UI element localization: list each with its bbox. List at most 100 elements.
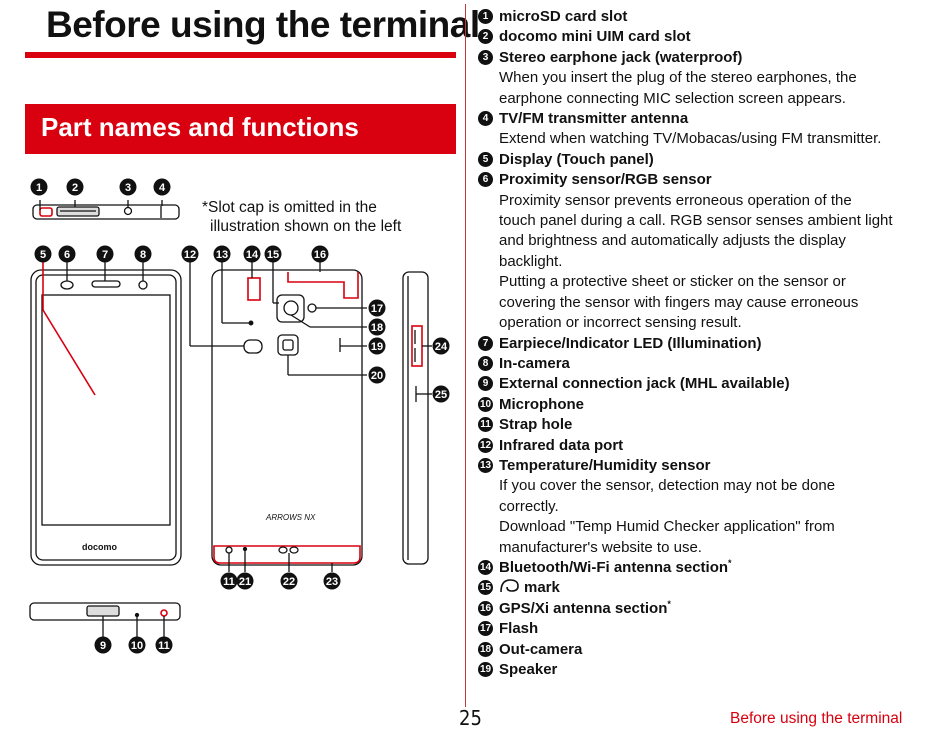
part-number-badge: 9	[478, 376, 493, 392]
phone-back-view: ARROWS NX	[189, 262, 367, 572]
svg-text:4: 4	[159, 182, 166, 194]
part-item-16: 16 GPS/Xi antenna section*	[478, 599, 918, 619]
callout-14: 14	[243, 245, 261, 263]
part-number-badge: 10	[478, 396, 493, 412]
part-label: Stereo earphone jack (waterproof)	[499, 48, 918, 68]
callout-16: 16	[311, 245, 329, 263]
svg-text:2: 2	[72, 182, 78, 194]
part-label-text: Display (Touch panel)	[499, 150, 654, 168]
part-description-line: touch panel during a call. RGB sensor se…	[499, 212, 893, 230]
part-label-text: Strap hole	[499, 416, 573, 434]
phone-side-view	[402, 271, 432, 565]
svg-text:6: 6	[64, 249, 70, 261]
part-number-badge: 17	[478, 621, 493, 637]
part-label-text: Speaker	[499, 661, 558, 678]
callout-17: 17	[368, 299, 386, 317]
part-number-badge: 4	[478, 111, 493, 127]
part-label-text: External connection jack (MHL available)	[499, 375, 790, 393]
callout-11b: 11	[220, 572, 238, 590]
part-label: Bluetooth/Wi-Fi antenna section*	[499, 558, 918, 578]
svg-text:15: 15	[267, 249, 279, 261]
part-label: Strap hole	[499, 415, 918, 435]
callout-markers: 1 2 3 4 5 6 7 8 9 10 11 12 13 14 15 16 1…	[30, 178, 450, 654]
part-label: Flash	[499, 619, 918, 639]
part-label-text: Temperature/Humidity sensor	[499, 456, 711, 474]
part-item-10: 10 Microphone	[478, 395, 918, 415]
part-description-line: backlight.	[499, 252, 563, 270]
part-item-5: 5 Display (Touch panel)	[478, 150, 918, 170]
svg-text:5: 5	[40, 249, 46, 261]
part-number-badge: 1	[478, 9, 493, 24]
callout-25: 25	[432, 385, 450, 403]
svg-text:17: 17	[371, 303, 383, 315]
note-line-2: illustration shown on the left	[210, 218, 402, 235]
part-label-text: Out-camera	[499, 640, 583, 658]
part-label-text: In-camera	[499, 354, 570, 372]
part-label: In-camera	[499, 354, 918, 374]
svg-text:1: 1	[36, 182, 42, 194]
callout-7: 7	[96, 245, 114, 263]
part-description-line: covering the sensor with fingers may cau…	[499, 293, 859, 311]
callout-20: 20	[368, 366, 386, 384]
part-label: Earpiece/Indicator LED (Illumination)	[499, 334, 918, 354]
footnote-marker: *	[728, 557, 732, 568]
slot-cap-note: *Slot cap is omitted in the illustration…	[202, 198, 442, 236]
svg-text:8: 8	[140, 249, 146, 261]
part-label-text: Bluetooth/Wi-Fi antenna section	[499, 558, 729, 576]
callout-3: 3	[119, 178, 137, 196]
svg-text:25: 25	[435, 389, 447, 401]
svg-text:23: 23	[326, 576, 338, 588]
part-number-badge: 2	[478, 29, 493, 45]
callout-18: 18	[368, 318, 386, 336]
part-item-9: 9 External connection jack (MHL available…	[478, 374, 918, 394]
callout-22: 22	[280, 572, 298, 590]
svg-text:20: 20	[371, 370, 383, 382]
svg-text:22: 22	[283, 576, 295, 588]
part-number-badge: 15	[478, 580, 493, 596]
svg-text:21: 21	[239, 576, 251, 588]
part-label: Proximity sensor/RGB sensor	[499, 170, 918, 190]
part-number-badge: 13	[478, 457, 493, 473]
part-number-badge: 16	[478, 600, 493, 616]
phone-front-view: docomo	[30, 262, 182, 566]
phone-top-view	[32, 200, 180, 220]
part-description-line: and brightness and automatically adjusts…	[499, 232, 846, 250]
callout-12: 12	[181, 245, 199, 263]
svg-text:13: 13	[216, 249, 228, 261]
part-label-text: Infrared data port	[499, 436, 624, 454]
callout-2: 2	[66, 178, 84, 196]
part-label: GPS/Xi antenna section*	[499, 599, 918, 619]
part-number-badge: 19	[478, 662, 493, 677]
callout-15: 15	[264, 245, 282, 263]
part-description-line: correctly.	[499, 497, 559, 515]
part-label-text: Microphone	[499, 395, 584, 413]
callout-9: 9	[94, 636, 112, 654]
phone-illustration: docomo ARROWS NX	[0, 0, 465, 700]
part-label-text: mark	[524, 579, 560, 597]
section-header: Part names and functions	[25, 104, 456, 154]
callout-21: 21	[236, 572, 254, 590]
part-label: Microphone	[499, 395, 918, 415]
part-number-badge: 6	[478, 172, 493, 188]
svg-text:18: 18	[371, 322, 383, 334]
callout-8: 8	[134, 245, 152, 263]
part-description-line: Extend when watching TV/Mobacas/using FM…	[499, 130, 882, 148]
part-item-19: 19 Speaker	[478, 660, 918, 680]
phone-bottom-view	[29, 602, 181, 637]
svg-text:11: 11	[158, 640, 170, 652]
part-number-badge: 5	[478, 151, 493, 167]
part-description-line: earphone connecting MIC selection screen…	[499, 89, 846, 107]
callout-19: 19	[368, 337, 386, 355]
svg-text:11: 11	[223, 576, 235, 588]
svg-text:16: 16	[314, 249, 326, 261]
svg-text:24: 24	[435, 341, 448, 353]
